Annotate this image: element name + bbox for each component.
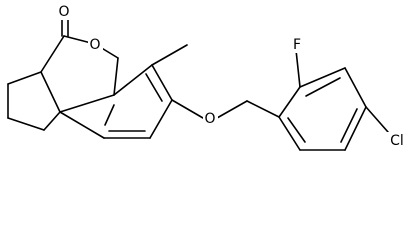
atom-labels: O O O F Cl — [58, 4, 403, 149]
label-masks — [57, 3, 408, 149]
chlorine-label: Cl — [390, 133, 404, 149]
bond-lines — [7, 17, 389, 151]
ring-oxygen-label: O — [89, 37, 100, 53]
chemical-structure-diagram: O O O F Cl — [7, 3, 408, 151]
carbonyl-oxygen-label: O — [58, 4, 69, 20]
fluorine-label: F — [293, 37, 301, 53]
ether-oxygen-label: O — [204, 111, 215, 127]
